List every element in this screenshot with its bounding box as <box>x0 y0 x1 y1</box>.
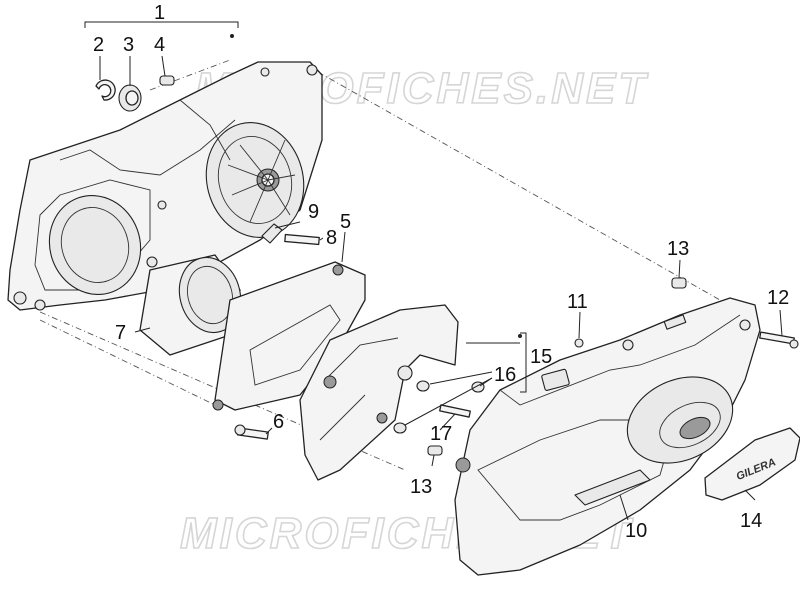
callout-13-top: 13 <box>667 238 689 260</box>
callout-11: 11 <box>567 291 588 313</box>
callout-15: 15 <box>530 346 552 368</box>
callout-14: 14 <box>740 510 762 532</box>
leader-lines <box>84 21 783 521</box>
callout-1: 1 <box>154 2 165 24</box>
bolt-with-bracket <box>261 223 320 246</box>
callout-2: 2 <box>93 34 104 56</box>
callout-16: 16 <box>494 364 516 386</box>
bearing <box>118 84 142 112</box>
outer-transmission-cover <box>454 297 761 576</box>
bracket-plate <box>299 304 459 481</box>
cylindrical-filter <box>139 254 242 356</box>
callout-7: 7 <box>115 322 126 344</box>
callout-17: 17 <box>430 423 452 445</box>
pin-13-top <box>671 277 687 289</box>
inner-crankcase-cover <box>7 61 323 311</box>
callout-12: 12 <box>767 287 789 309</box>
callout-6: 6 <box>273 411 284 433</box>
dowel-pin <box>159 75 175 86</box>
callout-5: 5 <box>340 211 351 233</box>
circlip <box>95 79 116 101</box>
washer-11 <box>574 338 584 348</box>
callout-labels: 1 2 3 4 5 6 7 8 9 10 11 12 13 13 14 15 1… <box>93 2 789 542</box>
callout-3: 3 <box>123 34 134 56</box>
callout-13-bottom: 13 <box>410 476 432 498</box>
callout-10: 10 <box>625 520 647 542</box>
callout-9: 9 <box>308 201 319 223</box>
bolt-12 <box>759 331 799 349</box>
screw-6 <box>234 424 269 440</box>
callout-8: 8 <box>326 227 337 249</box>
callout-4: 4 <box>154 34 165 56</box>
screws-17 <box>427 404 471 456</box>
